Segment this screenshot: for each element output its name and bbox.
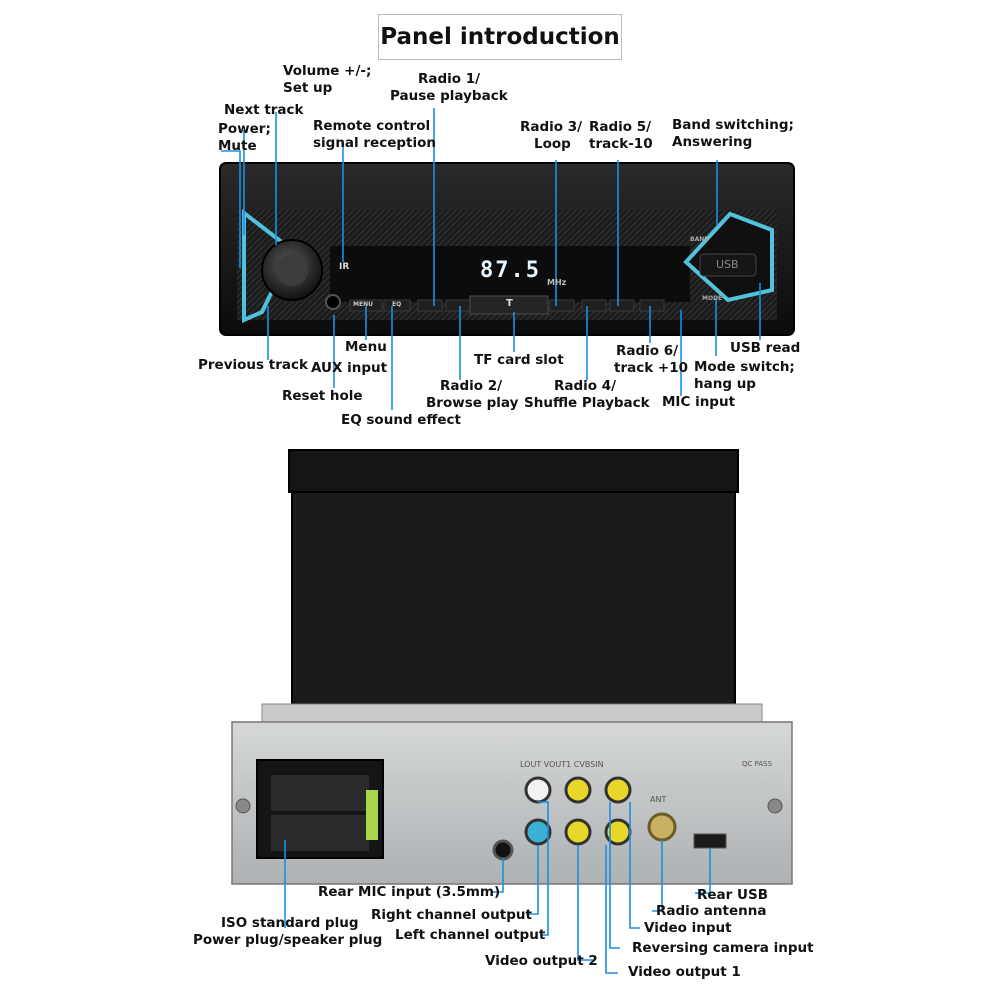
label-radio-3: Radio 3/ Loop xyxy=(520,119,583,152)
label-rear-usb: Rear USB xyxy=(697,887,768,903)
label-radio-5: Radio 5/ track-10 xyxy=(589,119,653,152)
label-radio-1: Radio 1/ Pause playback xyxy=(390,71,508,104)
rear-unit xyxy=(231,449,793,885)
ir-label: IR xyxy=(339,262,350,272)
label-mode-switch: Mode switch; hang up xyxy=(694,359,795,392)
page-title: Panel introduction xyxy=(378,14,622,60)
label-eq-sound-effect: EQ sound effect xyxy=(341,412,461,428)
rca-header-text: LOUT VOUT1 CVBSIN xyxy=(520,760,604,769)
label-radio-4: Radio 4/ Shuffle Playback xyxy=(524,378,650,411)
label-power-plug: Power plug/speaker plug xyxy=(193,932,383,948)
label-volume: Volume +/-; Set up xyxy=(283,63,372,96)
label-mic-input: MIC input xyxy=(662,394,736,410)
label-radio-antenna: Radio antenna xyxy=(656,903,767,919)
label-radio-6: Radio 6/ track +10 xyxy=(614,343,688,376)
tf-key-label: T xyxy=(506,298,513,309)
label-iso-standard-plug: ISO standard plug xyxy=(221,915,359,931)
label-remote-control: Remote control signal reception xyxy=(313,118,436,151)
ant-text: ANT xyxy=(650,795,667,804)
label-next-track: Next track xyxy=(224,102,304,118)
label-usb-read: USB read xyxy=(730,340,801,356)
label-left-channel-output: Left channel output xyxy=(395,927,546,943)
label-video-input: Video input xyxy=(644,920,732,936)
label-reversing-camera-input: Reversing camera input xyxy=(632,940,814,956)
label-power: Power; Mute xyxy=(218,121,271,154)
label-aux-input: AUX input xyxy=(311,360,388,376)
band-key-label: BAND xyxy=(690,236,710,243)
mode-key-label: MODE xyxy=(702,295,723,302)
label-right-channel-output: Right channel output xyxy=(371,907,532,923)
qc-pass-text: QC PASS xyxy=(742,760,773,768)
menu-key-label: MENU xyxy=(353,301,373,308)
label-video-output-2: Video output 2 xyxy=(485,953,598,969)
label-band-switching: Band switching; Answering xyxy=(672,117,794,150)
usb-key-label: USB xyxy=(716,258,739,271)
label-menu: Menu xyxy=(345,339,387,355)
frequency-unit: MHz xyxy=(547,278,567,287)
label-previous-track: Previous track xyxy=(198,357,308,373)
leader-lines-front xyxy=(221,108,761,410)
eq-key-label: EQ xyxy=(392,301,402,308)
label-rear-mic-input: Rear MIC input (3.5mm) xyxy=(318,884,501,900)
label-radio-2: Radio 2/ Browse play xyxy=(426,378,519,411)
label-tf-card-slot: TF card slot xyxy=(474,352,564,368)
leader-lines-rear xyxy=(284,801,711,974)
label-reset-hole: Reset hole xyxy=(282,388,363,404)
front-panel xyxy=(219,162,795,336)
label-video-output-1: Video output 1 xyxy=(628,964,741,980)
radio-frequency-display: 87.5 xyxy=(480,258,541,283)
